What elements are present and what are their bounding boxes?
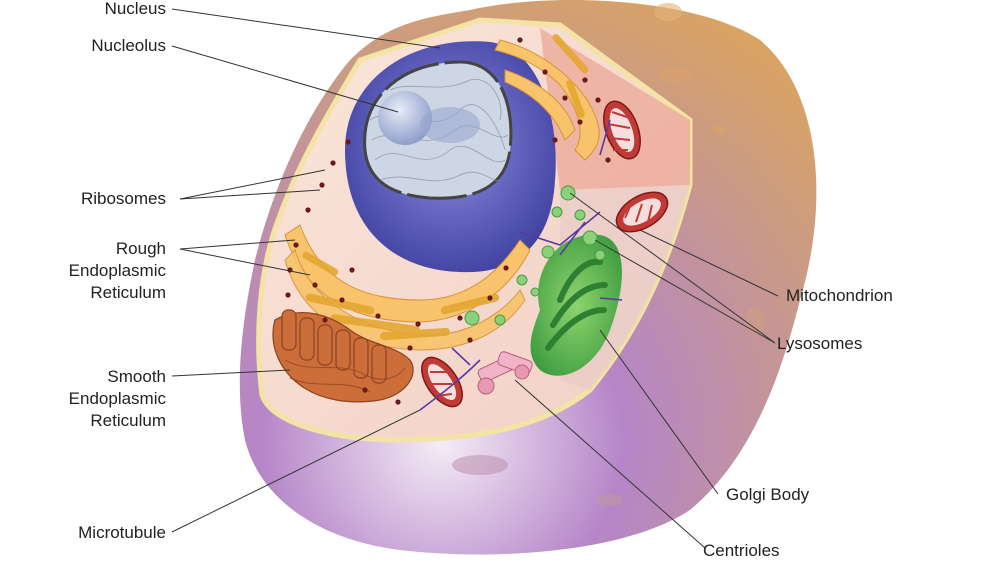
leader-lines (171, 8, 779, 549)
lysosomes (464, 185, 606, 326)
label-centrioles: Centrioles (703, 541, 780, 560)
label-rough-er-line2: Endoplasmic (68, 261, 166, 280)
nucleolus (378, 91, 432, 145)
golgi-body (530, 234, 622, 376)
label-smooth-er-line1: Smooth (107, 367, 166, 386)
label-golgi-body: Golgi Body (726, 485, 810, 504)
ribosomes (285, 37, 611, 405)
label-nucleolus: Nucleolus (91, 36, 166, 55)
label-lysosomes: Lysosomes (777, 334, 863, 353)
label-ribosomes: Ribosomes (80, 189, 166, 208)
label-rough-er: Rough Endoplasmic Reticulum (30, 238, 166, 304)
microtubules (419, 119, 623, 411)
label-smooth-er: Smooth Endoplasmic Reticulum (30, 366, 166, 432)
label-microtubule: Microtubule (78, 523, 166, 542)
centrioles (477, 351, 533, 395)
label-smooth-er-line3: Reticulum (90, 411, 166, 430)
label-nucleus: Nucleus (104, 0, 166, 18)
label-mitochondrion: Mitochondrion (786, 286, 893, 305)
mitochondrion (421, 100, 669, 408)
label-rough-er-line1: Rough (115, 239, 166, 258)
label-rough-er-line3: Reticulum (90, 283, 166, 302)
label-smooth-er-line2: Endoplasmic (68, 389, 166, 408)
